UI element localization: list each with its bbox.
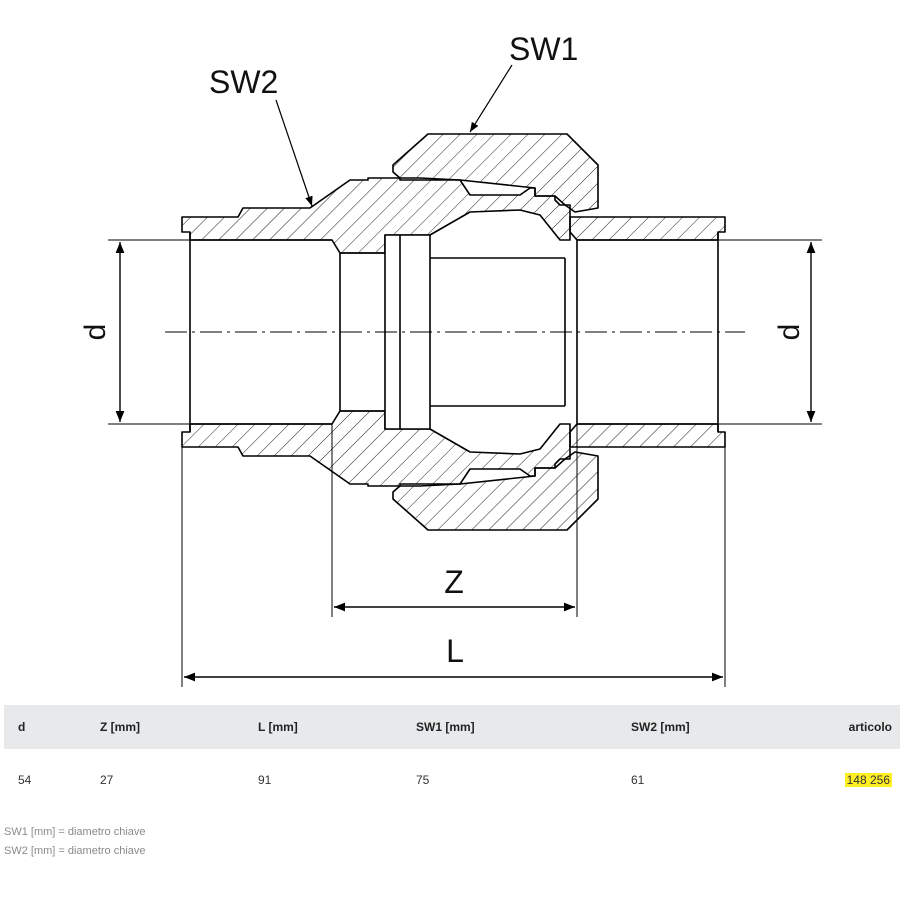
cell-z: 27	[100, 773, 114, 787]
header-sw1: SW1 [mm]	[416, 720, 475, 734]
header-l: L [mm]	[258, 720, 298, 734]
header-sw2: SW2 [mm]	[631, 720, 690, 734]
right-body-bottom	[569, 423, 726, 448]
sw1-leader-line	[469, 64, 513, 133]
dimension-d-right	[718, 239, 822, 425]
left-body-bottom	[181, 410, 571, 487]
cell-d: 54	[18, 773, 32, 787]
cell-sw2: 61	[631, 773, 645, 787]
sw2-leader-line	[275, 99, 313, 207]
dimension-d-left	[108, 239, 190, 425]
header-d: d	[18, 720, 26, 734]
left-body-top	[181, 177, 571, 254]
header-z: Z [mm]	[100, 720, 140, 734]
note-sw1: SW1 [mm] = diametro chiave	[4, 826, 146, 838]
sw2-label: SW2	[209, 64, 278, 100]
dimension-d-right-label: d	[773, 324, 806, 341]
cell-articolo: 148 256	[821, 750, 900, 809]
dimension-z-label: Z	[444, 564, 464, 600]
article-number[interactable]: 148 256	[844, 773, 892, 787]
table-header-row: d Z [mm] L [mm] SW1 [mm] SW2 [mm] artico…	[4, 705, 900, 750]
notes: SW1 [mm] = diametro chiave SW2 [mm] = di…	[4, 823, 146, 861]
dimension-d-left-label: d	[79, 324, 112, 341]
header-articolo: articolo	[848, 720, 892, 734]
dimension-l	[181, 447, 726, 687]
note-sw2: SW2 [mm] = diametro chiave	[4, 845, 146, 857]
right-body-top	[569, 216, 726, 241]
table-row: 54 27 91 75 61 148 256	[4, 749, 900, 809]
dimension-l-label: L	[446, 633, 464, 669]
cell-l: 91	[258, 773, 272, 787]
cell-sw1: 75	[416, 773, 430, 787]
dimension-z	[331, 424, 578, 617]
spec-table: d Z [mm] L [mm] SW1 [mm] SW2 [mm] artico…	[4, 705, 900, 808]
sw1-label: SW1	[509, 31, 578, 67]
union-nut-top	[392, 133, 599, 213]
technical-drawing: d d Z L SW1 SW2	[79, 31, 822, 687]
